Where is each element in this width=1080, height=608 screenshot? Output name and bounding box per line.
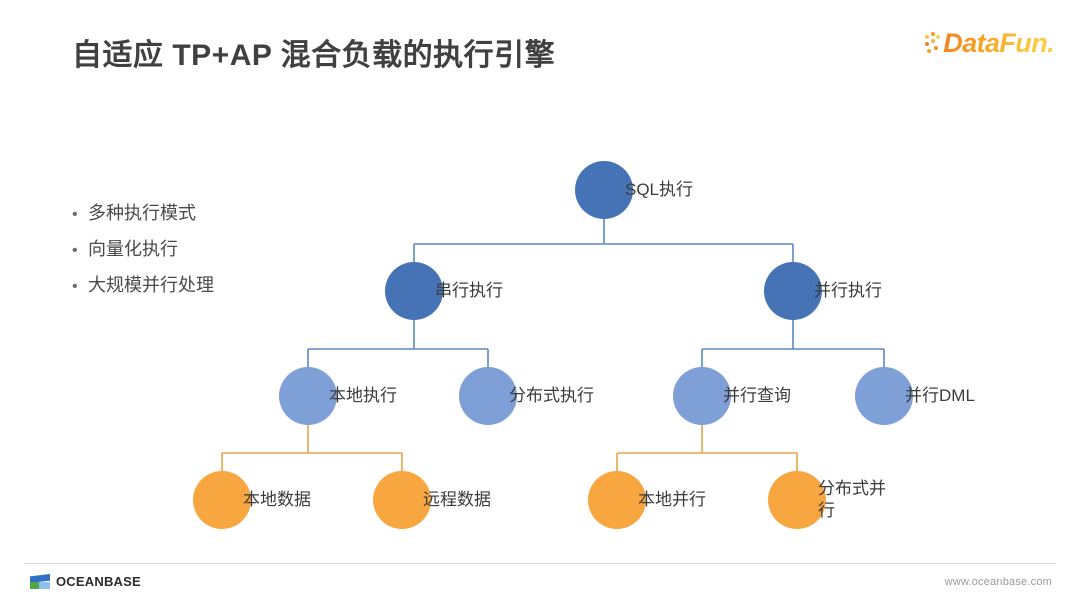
- tree-node-local-par: 本地并行: [588, 471, 706, 529]
- footer-divider: [24, 563, 1056, 564]
- oceanbase-wordmark: OCEANBASE: [56, 574, 141, 589]
- tree-node-label: 本地数据: [243, 490, 311, 509]
- tree-edge-group-parallel: [701, 320, 885, 367]
- tree-node-dist-par: 分布式并 行: [768, 471, 886, 529]
- tree-node-label: 并行查询: [723, 386, 791, 405]
- tree-node-circle: [764, 262, 822, 320]
- list-item-label: 大规模并行处理: [88, 275, 214, 295]
- tree-node-circle: [459, 367, 517, 425]
- tree-node-label: SQL执行: [625, 180, 694, 199]
- tree-node-label: 分布式执行: [509, 386, 594, 405]
- tree-node-circle: [575, 161, 633, 219]
- list-item-label: 向量化执行: [88, 239, 178, 259]
- tree-node-circle: [855, 367, 913, 425]
- oceanbase-mark-icon: [30, 574, 50, 589]
- tree-node-label: 分布式并 行: [818, 479, 886, 520]
- datafun-dots-icon: [925, 32, 942, 54]
- list-item: • 多种执行模式: [72, 196, 322, 232]
- tree-node-label: 串行执行: [435, 281, 503, 300]
- tree-edge-group-serial: [307, 320, 489, 367]
- tree-node-parallel: 并行执行: [764, 262, 882, 320]
- oceanbase-logo: OCEANBASE: [30, 574, 141, 589]
- datafun-logo: DataFun.: [925, 26, 1055, 60]
- tree-node-label: 本地执行: [329, 386, 397, 405]
- tree-node-parallel-dml: 并行DML: [855, 367, 975, 425]
- tree-node-circle: [279, 367, 337, 425]
- bullet-marker-icon: •: [72, 278, 78, 295]
- bullet-marker-icon: •: [72, 242, 78, 259]
- tree-node-circle: [373, 471, 431, 529]
- tree-edge-group-local-exec: [221, 425, 403, 471]
- tree-node-dist-exec: 分布式执行: [459, 367, 594, 425]
- footer-url: www.oceanbase.com: [944, 576, 1052, 588]
- tree-node-circle: [673, 367, 731, 425]
- tree-edge-group-sql: [413, 219, 794, 262]
- tree-node-local-exec: 本地执行: [279, 367, 397, 425]
- tree-node-parallel-query: 并行查询: [673, 367, 791, 425]
- list-item: • 大规模并行处理: [72, 268, 322, 304]
- tree-node-circle: [385, 262, 443, 320]
- page-title: 自适应 TP+AP 混合负载的执行引擎: [72, 39, 556, 72]
- tree-node-serial: 串行执行: [385, 262, 503, 320]
- tree-node-label: 并行DML: [905, 386, 975, 405]
- tree-node-label: 并行执行: [814, 281, 882, 300]
- tree-node-remote-data: 远程数据: [373, 471, 491, 529]
- list-item: • 向量化执行: [72, 232, 322, 268]
- tree-node-circle: [193, 471, 251, 529]
- tree-node-label: 远程数据: [423, 490, 491, 509]
- tree-edge-group-parallel-query: [616, 425, 798, 471]
- feature-bullet-list: • 多种执行模式 • 向量化执行 • 大规模并行处理: [72, 196, 322, 304]
- list-item-label: 多种执行模式: [88, 203, 196, 223]
- tree-node-circle: [768, 471, 826, 529]
- tree-node-label: 本地并行: [638, 490, 706, 509]
- tree-node-sql: SQL执行: [575, 161, 693, 219]
- bullet-marker-icon: •: [72, 206, 78, 223]
- tree-node-local-data: 本地数据: [193, 471, 311, 529]
- datafun-wordmark: DataFun.: [943, 27, 1054, 58]
- tree-node-circle: [588, 471, 646, 529]
